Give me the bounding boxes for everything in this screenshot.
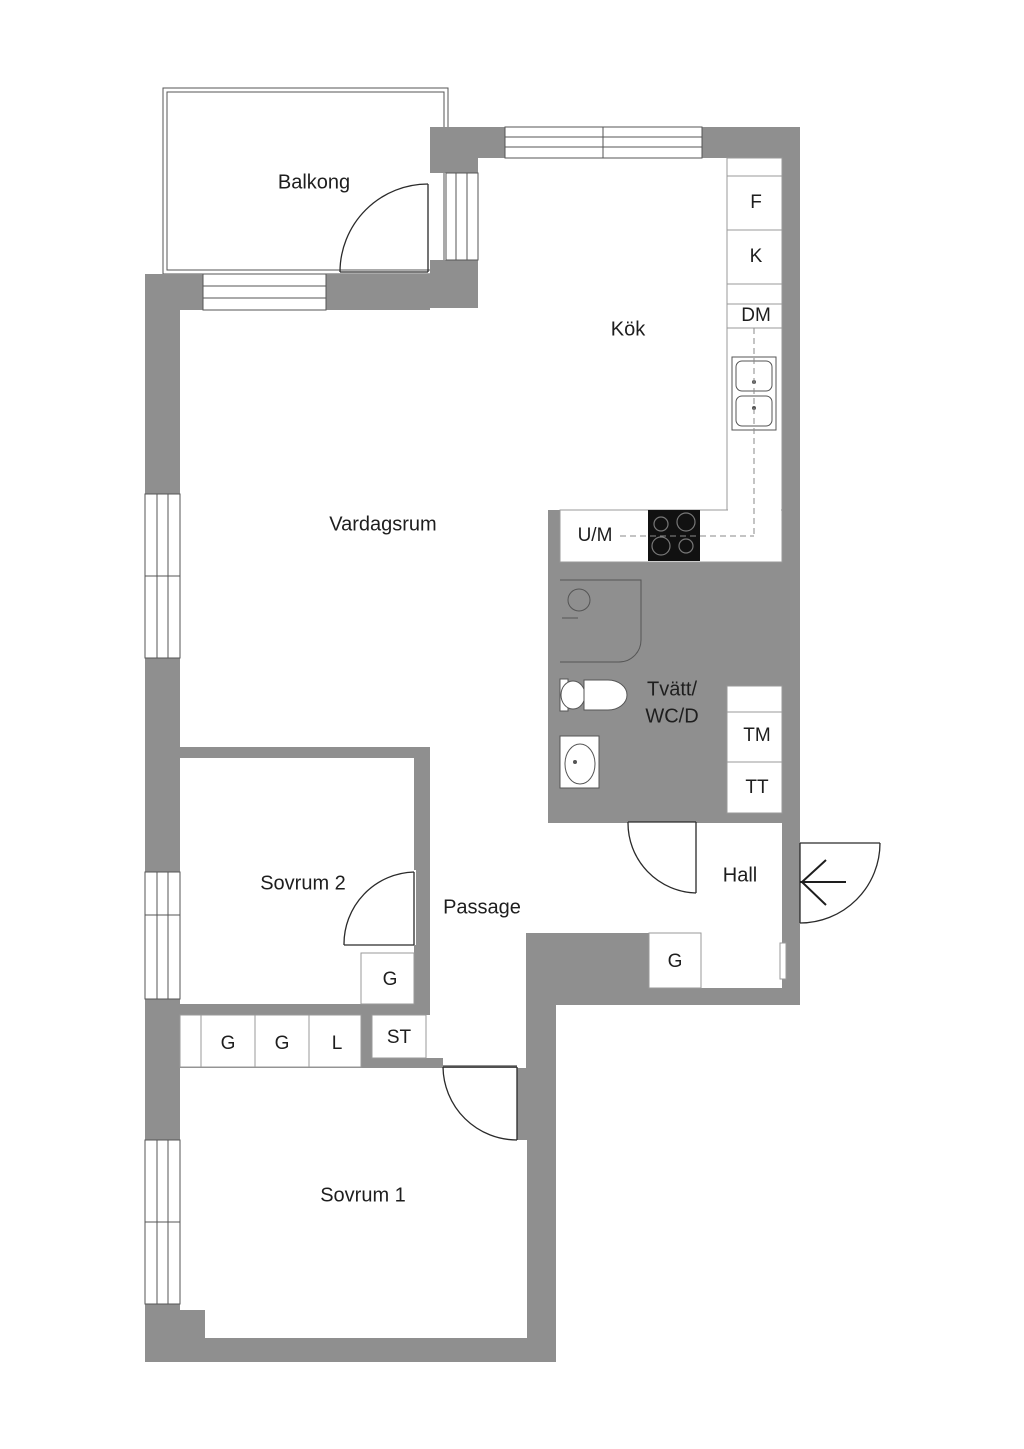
room-label-bedroom-1: Sovrum 1	[320, 1184, 406, 1206]
fixture-label-storage: ST	[387, 1027, 412, 1048]
interior-walls	[145, 127, 782, 1140]
room-label-laundry-1: Tvätt/	[647, 678, 697, 700]
room-label-hall: Hall	[723, 864, 757, 886]
room-label-bedroom-2: Sovrum 2	[260, 872, 346, 894]
balcony-area	[162, 87, 449, 275]
room-label-balcony: Balkong	[278, 171, 350, 193]
fixture-label-washing-machine: TM	[743, 725, 770, 746]
fixture-label-dishwasher: DM	[741, 305, 771, 326]
fixture-label-microwave-oven: U/M	[578, 525, 613, 546]
fixture-label-wardrobe-passage: G	[383, 969, 398, 990]
fixture-label-wardrobe-2: G	[275, 1033, 290, 1054]
washbasin-icon	[559, 735, 600, 789]
room-label-laundry-2: WC/D	[645, 705, 698, 727]
laundry-fixtures	[726, 685, 783, 814]
fixture-label-wardrobe-hall: G	[668, 951, 683, 972]
entrance-arrow-icon	[800, 859, 846, 906]
fixture-label-linen: L	[332, 1033, 343, 1054]
fixture-label-fridge: F	[750, 192, 762, 213]
room-label-passage: Passage	[443, 896, 521, 918]
fixture-label-wardrobe-1: G	[221, 1033, 236, 1054]
kitchen-dash-line	[620, 328, 755, 537]
toilet-icon	[559, 678, 628, 712]
room-label-kitchen: Kök	[611, 318, 646, 340]
windows	[144, 126, 703, 1305]
storage-cabinets	[179, 932, 702, 1068]
hall-coat-rack	[779, 942, 787, 980]
doors	[339, 183, 881, 1141]
fixture-label-freezer: K	[750, 246, 763, 267]
room-label-living-room: Vardagsrum	[329, 513, 436, 535]
fixture-label-tumble-dryer: TT	[745, 777, 769, 798]
shower-icon	[560, 579, 642, 663]
